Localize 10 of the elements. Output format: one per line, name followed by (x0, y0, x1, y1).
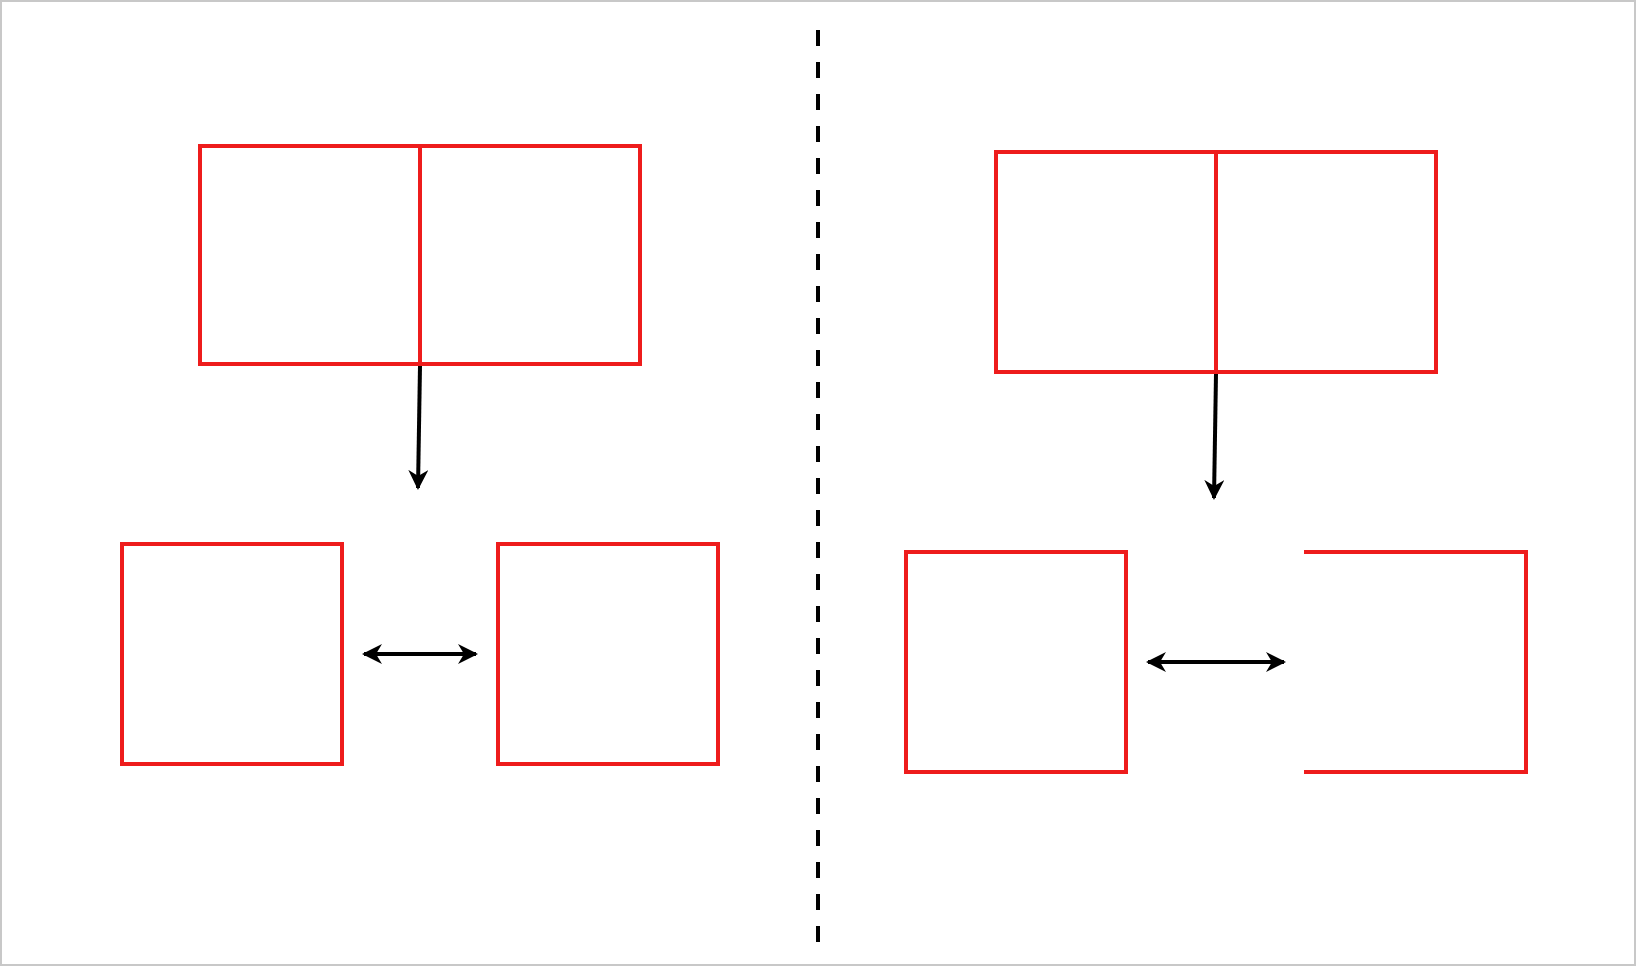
arrow (1204, 373, 1225, 500)
square-box (120, 542, 344, 766)
square-box (904, 550, 1128, 774)
double-arrow (1146, 652, 1286, 672)
two-cell-box (198, 144, 642, 366)
open-box (1304, 550, 1528, 774)
two-cell-box (994, 150, 1438, 374)
arrow (408, 365, 429, 490)
square-box (496, 542, 720, 766)
double-arrow (362, 644, 478, 664)
